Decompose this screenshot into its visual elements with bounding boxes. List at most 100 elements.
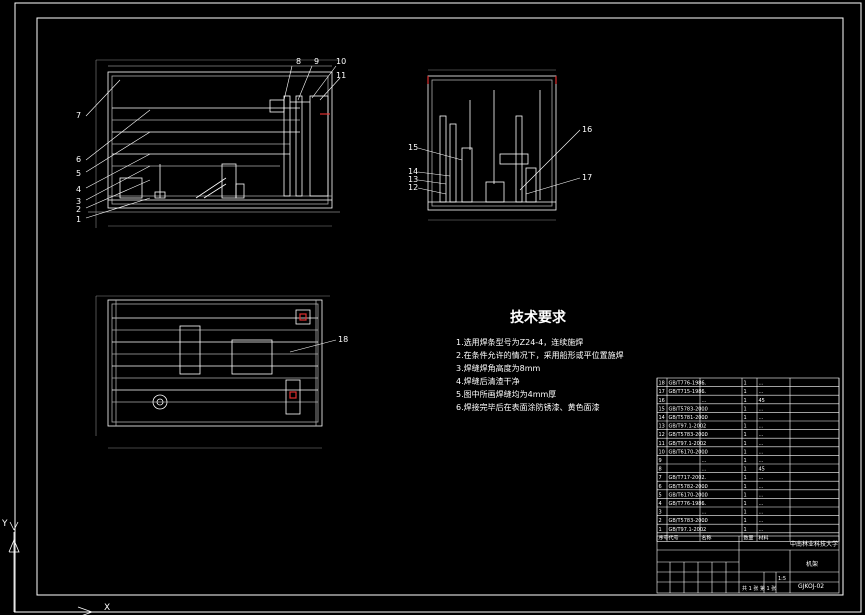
balloon-5: 5 [76,169,81,178]
side-leader-lines [417,129,581,195]
ucs-x-label: X [104,603,110,613]
bom-cell: 1 [744,441,747,447]
bom-cell: ... [759,475,764,481]
bom-cell: 13 [659,424,665,430]
top-red-marks [289,313,307,399]
tech-note: 5.图中所画焊缝均为4mm厚 [456,389,556,399]
bom-cell: ... [702,501,707,507]
bom-cell: ... [759,449,764,455]
bom-header-cell: 代号 [669,534,679,541]
ucs-y-label: Y [1,519,8,529]
balloon-10: 10 [336,57,346,66]
balloon-16: 16 [582,125,592,134]
balloon-11: 11 [336,71,346,80]
bom-cell: ... [702,458,707,464]
balloon-13: 13 [408,175,418,184]
bom-cell: GB/T5783-2000 [669,432,708,438]
side-view[interactable] [427,75,557,211]
bom-cell: ... [702,527,707,533]
tech-note: 4.焊缝后清渣干净 [456,376,520,386]
balloon-1: 1 [76,215,81,224]
bom-cell: GB/T715-1986 [669,389,705,395]
bom-cell: 1 [744,406,747,412]
bom-cell: 1 [744,510,747,516]
bom-cell: GB/T717-2002 [669,475,705,481]
bom-cell: ... [759,381,764,387]
tech-note: 3.焊缝焊角高度为8mm [456,363,541,373]
title-school: 中南林业科技大学 [790,540,838,548]
balloon-14: 14 [408,167,418,176]
bom-cell: 12 [659,432,665,438]
front-leader-lines [85,65,341,219]
title-block [656,535,840,594]
top-view[interactable] [107,299,323,427]
bom-cell: ... [702,441,707,447]
bom-cell: GB/T776-1986 [669,501,705,507]
bom-header-cell: 名称 [702,534,712,541]
balloon-18: 18 [338,335,348,344]
bom-cell: 6 [659,484,662,490]
bom-cell: ... [702,406,707,412]
balloon-17: 17 [582,173,592,182]
balloon-12: 12 [408,183,418,192]
bom-cell: ... [759,432,764,438]
front-balloons: 7 6 5 4 3 2 1 8 9 10 11 [76,57,346,224]
balloon-2: 2 [76,205,81,214]
title-drawing-no: GJKOJ-02 [798,583,824,590]
title-part-name: 机架 [806,560,818,568]
bom-cell: 1 [744,492,747,498]
bom-cell: GB/T5782-2000 [669,484,708,490]
balloon-15: 15 [408,143,418,152]
bom-cell: ... [759,389,764,395]
bom-cell: 1 [744,501,747,507]
bom-cell: ... [759,501,764,507]
bom-cell: ... [759,510,764,516]
tech-note: 2.在条件允许的情况下，采用船形或平位置施焊 [456,350,624,360]
bom-cell: 11 [659,441,665,447]
bom-header-cell: 序号 [659,534,669,541]
bom-header-cell: 数量 [744,534,754,541]
bom-cell: 1 [744,475,747,481]
bom-cell: 1 [744,389,747,395]
bom-cell: 1 [744,518,747,524]
balloon-3: 3 [76,197,81,206]
bom-cell: GB/T97.1-2002 [669,527,707,533]
bom-cell: ... [759,518,764,524]
bom-cell: 7 [659,475,662,481]
bom-cell: 1 [744,381,747,387]
bom-cell: 16 [659,398,665,404]
side-red-marks [320,76,557,115]
tech-note: 6.焊接完毕后在表面涂防锈漆、黄色面漆 [456,402,600,412]
bom-cell: 5 [659,492,662,498]
bom-cell: 15 [659,406,665,412]
front-view[interactable] [88,65,340,213]
balloon-6: 6 [76,155,81,164]
balloon-8: 8 [296,57,301,66]
front-dimension-lines [95,59,340,228]
title-sheet: 共 1 张 第 1 张 [742,585,776,592]
bom-cell: ... [759,424,764,430]
bom-cell: GB/T97.1-2002 [669,441,707,447]
bom-cell: 9 [659,458,662,464]
bom-cell: 45 [759,467,765,473]
bom-cell: ... [702,424,707,430]
bom-cell: 17 [659,389,665,395]
balloon-9: 9 [314,57,319,66]
bom-cell: 18 [659,381,665,387]
bom-cell: ... [702,484,707,490]
bom-cell: ... [702,398,707,404]
bom-cell: 10 [659,449,665,455]
bom-cell: ... [702,510,707,516]
bom-cell: GB/T6170-2000 [669,492,708,498]
bom-cell: 45 [759,398,765,404]
bom-cell: 1 [744,415,747,421]
bom-cell: ... [702,467,707,473]
bom-cell: ... [702,381,707,387]
bom-cell: ... [759,458,764,464]
bom-cell: 8 [659,467,662,473]
bom-cell: ... [702,492,707,498]
ucs-axis-icon [8,521,110,615]
bom-cell: 4 [659,501,662,507]
bom-cell: GB/T5781-2000 [669,415,708,421]
